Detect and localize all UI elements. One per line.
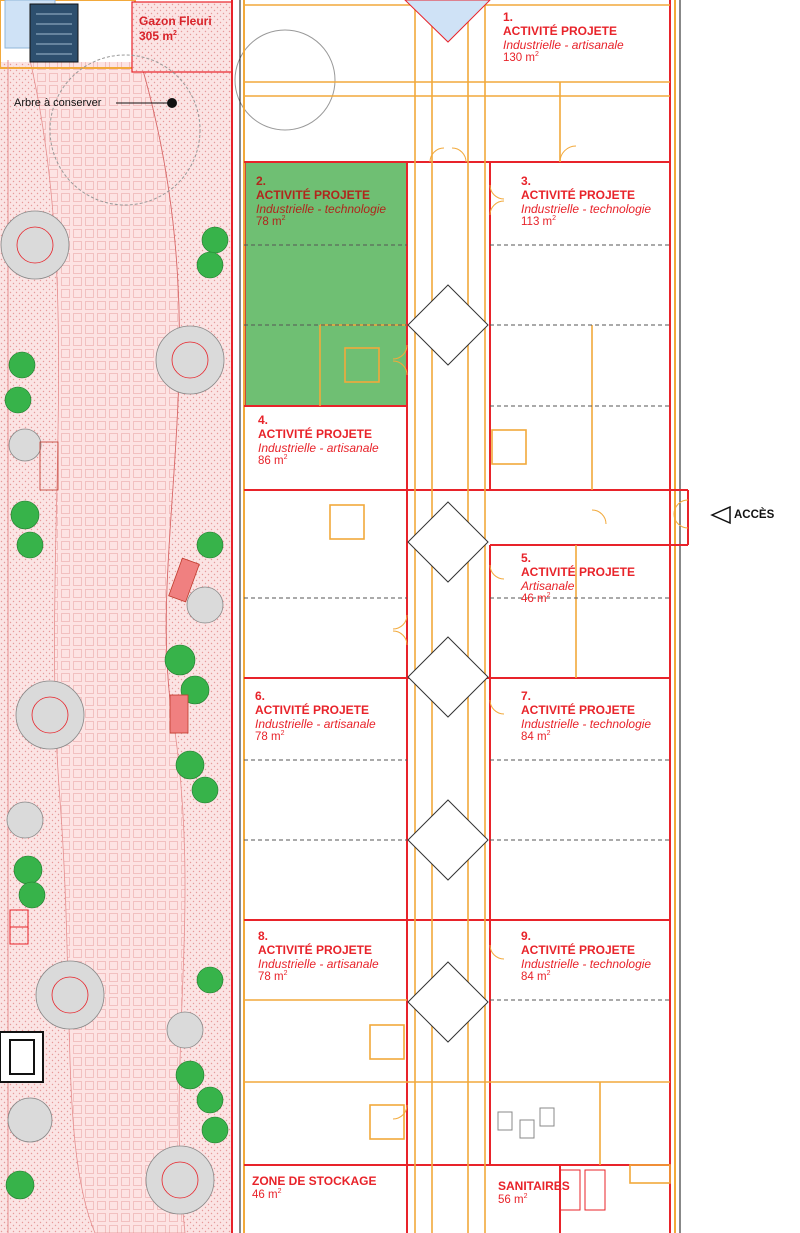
unit-7-label: 7. ACTIVITÉ PROJETE Industrielle - techn…: [521, 689, 652, 745]
tree-marker: [167, 98, 177, 108]
sanitary-label: SANITAIRES 56 m2: [498, 1179, 570, 1207]
unit-2-category: Industrielle - technologie: [256, 201, 387, 216]
unit-4-area: 86 m2: [258, 454, 288, 468]
unit-6-title: ACTIVITÉ PROJETE: [255, 702, 370, 717]
unit-7-number: 7.: [521, 689, 532, 703]
building: [239, 0, 689, 1233]
sanitary-title: SANITAIRES: [498, 1179, 570, 1193]
unit-2-area: 78 m2: [256, 215, 286, 229]
sanitary-fixtures: [497, 1107, 606, 1211]
unit-4-number: 4.: [258, 413, 269, 427]
garden-name: Gazon Fleuri: [139, 14, 212, 28]
unit-5-title: ACTIVITÉ PROJETE: [521, 564, 636, 579]
unit-2-title: ACTIVITÉ PROJETE: [256, 187, 371, 202]
unit-5-label: 5. ACTIVITÉ PROJETE Artisanale 46 m2: [521, 551, 636, 607]
storage-title: ZONE DE STOCKAGE: [252, 1174, 377, 1188]
unit-6-category: Industrielle - artisanale: [255, 716, 376, 731]
garden-label: Gazon Fleuri 305 m2: [139, 14, 212, 44]
unit-7-title: ACTIVITÉ PROJETE: [521, 702, 636, 717]
unit-1-label: 1. ACTIVITÉ PROJETE Industrielle - artis…: [503, 10, 624, 66]
benches: [39, 441, 200, 734]
unit-9-area: 84 m2: [521, 970, 551, 984]
unit-6-number: 6.: [255, 689, 266, 703]
unit-7-category: Industrielle - technologie: [521, 716, 652, 731]
unit-1-title: ACTIVITÉ PROJETE: [503, 23, 618, 38]
unit-8-area: 78 m2: [258, 970, 288, 984]
unit-6-label: 6. ACTIVITÉ PROJETE Industrielle - artis…: [255, 689, 376, 745]
unit-4-label: 4. ACTIVITÉ PROJETE Industrielle - artis…: [258, 413, 379, 469]
unit-4-category: Industrielle - artisanale: [258, 440, 379, 455]
sanitary-area: 56 m2: [498, 1192, 528, 1206]
garden-area: 305 m2: [139, 29, 177, 43]
unit-6-area: 78 m2: [255, 730, 285, 744]
unit-8-number: 8.: [258, 929, 269, 943]
unit-8-category: Industrielle - artisanale: [258, 956, 379, 971]
unit-5-number: 5.: [521, 551, 532, 565]
access-arrow-icon: [710, 505, 731, 525]
garden-area: [0, 0, 233, 1233]
access-label: ACCÈS: [734, 509, 775, 521]
unit-9-number: 9.: [521, 929, 532, 943]
unit-3-category: Industrielle - technologie: [521, 201, 652, 216]
storage-label: ZONE DE STOCKAGE 46 m2: [252, 1174, 377, 1202]
unit-4-title: ACTIVITÉ PROJETE: [258, 426, 373, 441]
unit-1-area: 130 m2: [503, 51, 539, 65]
unit-3-area: 113 m2: [521, 215, 557, 229]
unit-1-number: 1.: [503, 10, 514, 24]
unit-2-number: 2.: [256, 174, 267, 188]
unit-3-label: 3. ACTIVITÉ PROJETE Industrielle - techn…: [521, 174, 652, 230]
unit-9-category: Industrielle - technologie: [521, 956, 652, 971]
unit-5-area: 46 m2: [521, 592, 551, 606]
unit-1-category: Industrielle - artisanale: [503, 37, 624, 52]
storage-area: 46 m2: [252, 1187, 282, 1201]
unit-9-label: 9. ACTIVITÉ PROJETE Industrielle - techn…: [521, 929, 652, 985]
unit-3-title: ACTIVITÉ PROJETE: [521, 187, 636, 202]
tree-note: Arbre à conserver: [14, 97, 102, 109]
trees: [0, 29, 336, 1215]
unit-2-label: 2. ACTIVITÉ PROJETE Industrielle - techn…: [256, 174, 387, 230]
unit-3-number: 3.: [521, 174, 532, 188]
unit-8-label: 8. ACTIVITÉ PROJETE Industrielle - artis…: [258, 929, 379, 985]
unit-8-title: ACTIVITÉ PROJETE: [258, 942, 373, 957]
unit-9-title: ACTIVITÉ PROJETE: [521, 942, 636, 957]
unit-7-area: 84 m2: [521, 730, 551, 744]
unit-5-category: Artisanale: [521, 578, 575, 593]
